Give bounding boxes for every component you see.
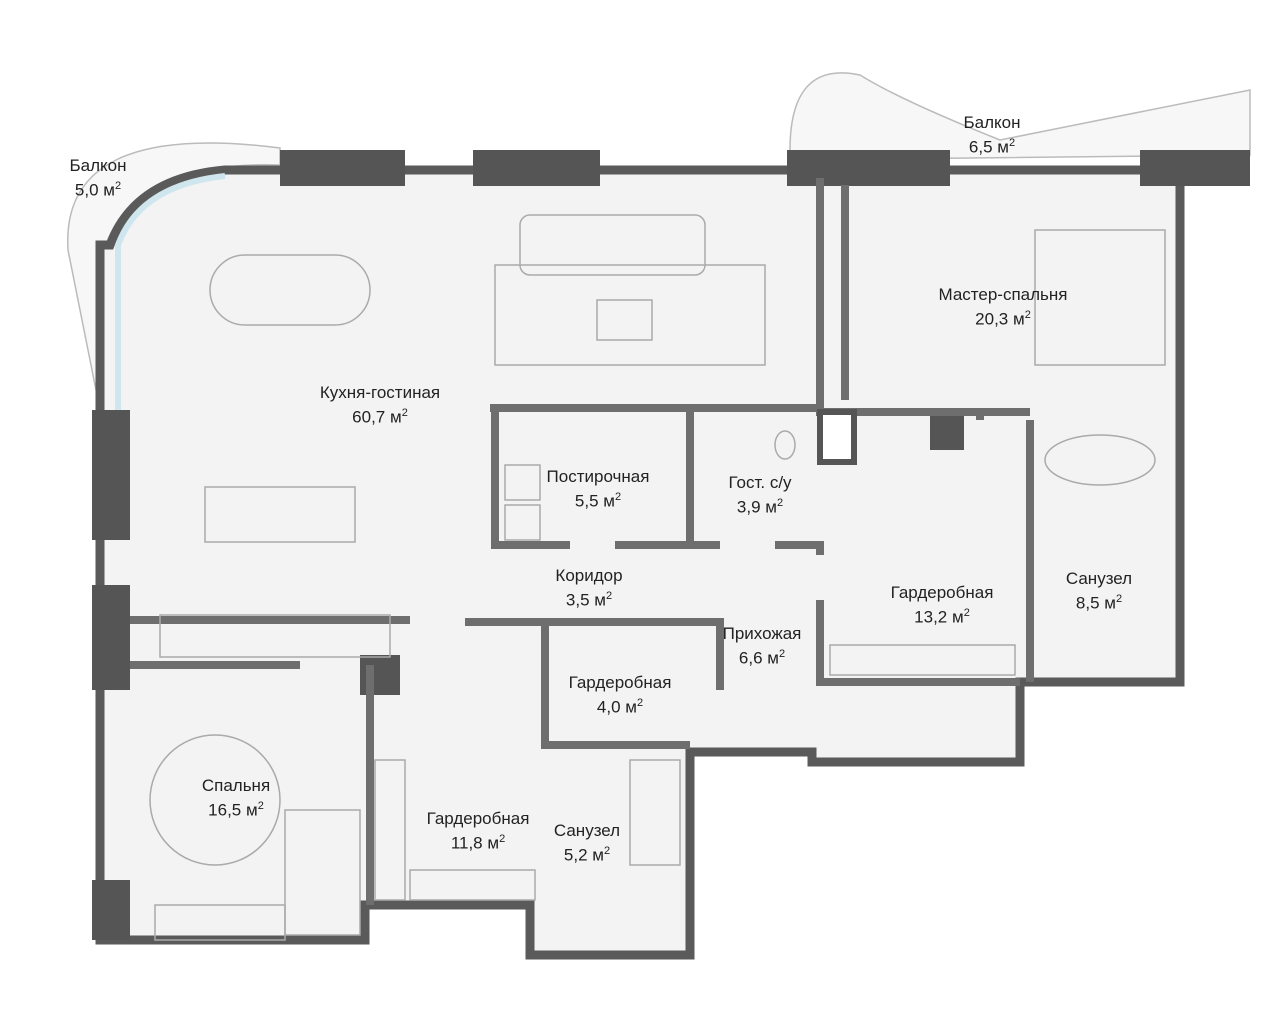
wardrobe-rail-1 bbox=[829, 644, 1016, 676]
rug bbox=[494, 264, 766, 366]
sofa bbox=[519, 214, 706, 276]
balcony-right-outline bbox=[789, 72, 1251, 161]
coffee-table bbox=[596, 299, 653, 341]
glazing-left bbox=[115, 173, 226, 410]
wardrobe-rail-2 bbox=[374, 759, 406, 901]
bedroom-rug bbox=[149, 734, 281, 866]
bathtub-small bbox=[629, 759, 681, 866]
dining-table bbox=[209, 254, 371, 326]
bathtub bbox=[1044, 434, 1156, 486]
kitchen-counter bbox=[159, 614, 391, 658]
bedroom-bed bbox=[284, 809, 361, 936]
washer bbox=[504, 464, 541, 501]
toilet-guest bbox=[774, 430, 796, 460]
interior-walls bbox=[130, 178, 1034, 905]
shaft bbox=[817, 409, 857, 465]
kitchen-island bbox=[204, 486, 356, 543]
wall-piers bbox=[92, 150, 1250, 940]
dryer bbox=[504, 504, 541, 541]
master-bed bbox=[1034, 229, 1166, 366]
desk bbox=[154, 904, 286, 941]
furniture bbox=[149, 214, 1166, 941]
wardrobe-rail-3 bbox=[409, 869, 536, 901]
